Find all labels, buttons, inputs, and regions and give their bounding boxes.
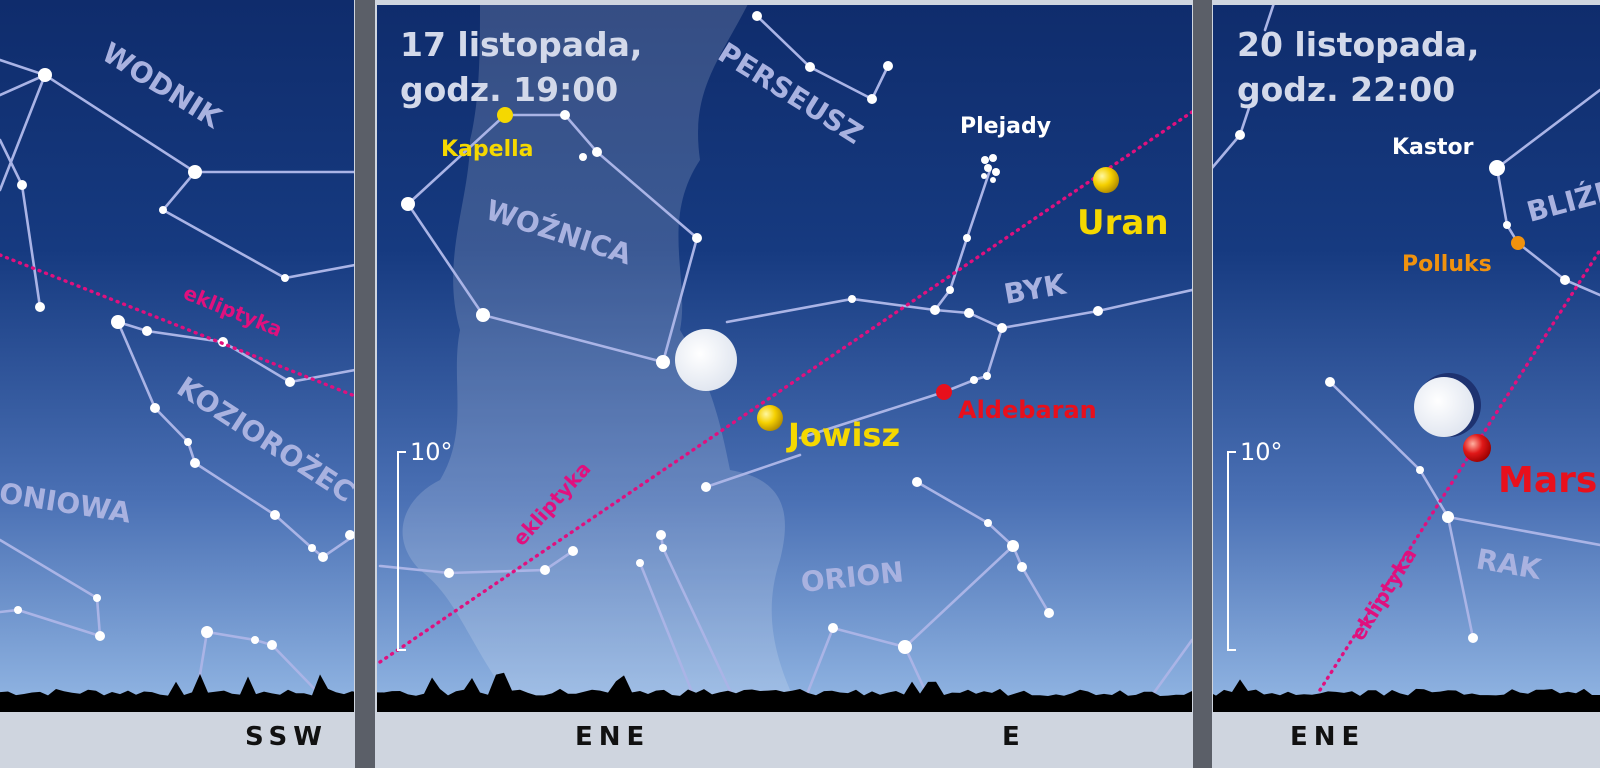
sky [377,5,1192,712]
horizon-silhouette [1213,679,1600,712]
panel-divider [355,0,375,768]
star-kapella [497,107,513,123]
planet-jupiter [757,405,783,431]
time-title: godz. 22:00 [1237,70,1455,109]
label-kapella: Kapella [441,137,534,162]
ecliptic-line [378,110,1192,664]
label-kastor: Kastor [1392,135,1474,160]
scale-label: 10° [410,438,453,466]
label-plejady: Plejady [960,114,1051,139]
date-title: 17 listopada, [400,25,642,64]
time-title: godz. 19:00 [400,70,618,109]
pleiades-cluster [981,154,1000,183]
panel-ssw: ekliptyka WODNIK KOZIOROŻEC ONIOWA [0,0,354,712]
scale-bar: 10° [1227,438,1283,651]
direction-label-ene: ENE [1290,722,1365,752]
label-jowisz: Jowisz [786,416,900,454]
moon-icon [1414,373,1481,437]
planet-uranus [1093,167,1119,193]
stars [14,68,354,650]
date-title: 20 listopada, [1237,25,1479,64]
constellation-lines [1213,5,1600,640]
label-polluks: Polluks [1402,252,1492,277]
sky [0,0,354,712]
label-mars: Mars [1498,460,1597,501]
ecliptic-line [0,253,354,398]
panel-divider [1193,0,1212,768]
milky-way [402,5,800,712]
scale-label: 10° [1240,438,1283,466]
stars [401,11,1103,654]
sky [1213,5,1600,712]
stars [1235,130,1570,643]
direction-label-ene: ENE [575,722,650,752]
star-aldebaran [936,384,952,400]
panel-17-november: ekliptyka 17 listopada, godz. 19:00 Kape… [377,5,1192,712]
ecliptic-line [1318,248,1600,692]
horizon-silhouette [0,673,354,712]
moon-icon [675,329,737,391]
label-aldebaran: Aldebaran [958,396,1097,424]
planet-mars [1463,434,1491,462]
scale-bar: 10° [397,438,453,651]
direction-label-ssw: SSW [245,722,328,752]
label-uran: Uran [1077,203,1169,243]
direction-label-e: E [1002,722,1026,752]
star-polluks [1511,236,1525,250]
panel-20-november: ekliptyka 20 listopada, godz. 22:00 Kast… [1213,5,1600,712]
horizon-silhouette [377,672,1192,712]
